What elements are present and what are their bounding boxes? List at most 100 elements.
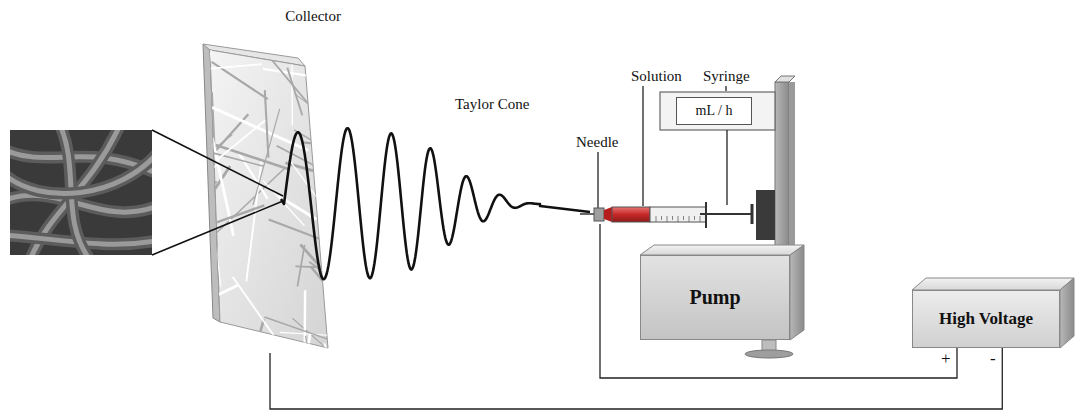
pump-box: Pump	[640, 255, 790, 340]
pusher-block	[756, 190, 775, 240]
needle-hub	[594, 208, 604, 221]
fiber	[175, 328, 216, 402]
fiber	[202, 292, 225, 393]
fiber	[311, 266, 371, 337]
scale-tick	[689, 216, 690, 222]
leader-line	[597, 152, 598, 208]
jet-label: Taylor Cone	[455, 96, 529, 113]
needle-wire	[600, 224, 957, 378]
pump-post	[775, 82, 789, 257]
zoom-line	[152, 201, 283, 255]
fiber	[300, 245, 348, 299]
fiber	[169, 353, 249, 405]
fiber	[246, 49, 351, 69]
fiber	[287, 68, 302, 116]
fiber	[192, 349, 264, 376]
fiber	[200, 196, 205, 236]
fiber	[198, 47, 211, 161]
fiber	[295, 266, 357, 269]
fiber	[306, 61, 327, 123]
fiber	[288, 159, 362, 260]
fiber	[335, 235, 370, 296]
node-text: Pump	[689, 286, 740, 309]
pump-post-side	[789, 82, 795, 252]
part-label: Needle	[576, 134, 618, 151]
scale-tick	[678, 216, 679, 222]
scale-tick	[672, 216, 673, 220]
scale-tick	[683, 216, 684, 220]
scale-tick	[694, 216, 695, 220]
pump-knob	[745, 350, 793, 358]
solution	[612, 207, 650, 222]
syringe-barrel	[650, 207, 706, 222]
pump-post-top	[775, 76, 795, 82]
fiber	[207, 122, 211, 210]
fiber	[325, 125, 379, 129]
fiber	[180, 155, 201, 232]
terminal-sign: -	[990, 349, 996, 369]
part-label: Solution	[631, 68, 682, 85]
fiber	[295, 94, 366, 145]
fiber	[201, 282, 217, 387]
node-text: mL / h	[696, 103, 733, 119]
part-label: Syringe	[703, 68, 750, 85]
node-text: Collector	[195, 8, 341, 25]
fiber	[309, 262, 394, 324]
fiber	[190, 321, 211, 395]
fiber	[269, 57, 323, 122]
sem-fibers	[10, 130, 152, 255]
hv-side	[1060, 278, 1074, 348]
fiber	[263, 69, 339, 80]
scale-tick	[661, 216, 662, 220]
wire	[270, 348, 1002, 409]
fiber	[242, 319, 264, 398]
fiber	[264, 317, 344, 345]
fiber	[265, 90, 269, 158]
fiber-mat	[110, 41, 409, 419]
leader-line	[642, 86, 643, 206]
fiber	[170, 205, 265, 239]
scale-tick	[667, 216, 668, 222]
fiber	[180, 273, 218, 292]
fiber	[123, 285, 238, 340]
scale-tick	[656, 216, 657, 222]
high-voltage-box: High Voltage	[912, 290, 1060, 348]
fiber	[334, 205, 409, 213]
fiber	[216, 120, 265, 160]
collector: Collector	[195, 8, 345, 353]
sem-fiber	[10, 150, 152, 194]
fiber	[253, 109, 280, 205]
fiber	[269, 219, 327, 241]
fiber	[306, 336, 324, 419]
fiber	[316, 97, 352, 165]
hv-top	[912, 278, 1074, 290]
plunger-head	[751, 204, 754, 224]
flow-rate-display: mL / h	[676, 97, 752, 125]
terminal-sign: +	[941, 349, 951, 369]
sem-fiber-highlight	[10, 150, 152, 194]
leader-line	[726, 130, 727, 205]
syringe-scale	[656, 216, 700, 222]
node-text: High Voltage	[939, 309, 1033, 329]
fiber	[160, 182, 216, 190]
fiber	[326, 74, 344, 131]
fiber	[172, 64, 262, 72]
pump-side	[790, 245, 804, 340]
leader-line	[725, 86, 726, 91]
taylor-cone-jet	[281, 128, 590, 279]
syringe-tip	[604, 207, 612, 222]
fiber	[324, 343, 369, 419]
zoom-line	[152, 130, 283, 196]
pump-top	[640, 245, 804, 255]
fiber	[292, 333, 310, 419]
display-frame	[660, 92, 775, 130]
fiber	[211, 336, 299, 417]
fiber	[216, 145, 289, 169]
fiber	[324, 150, 368, 194]
plunger-rod	[700, 213, 752, 215]
scale-tick	[700, 216, 701, 222]
fiber	[110, 41, 224, 103]
